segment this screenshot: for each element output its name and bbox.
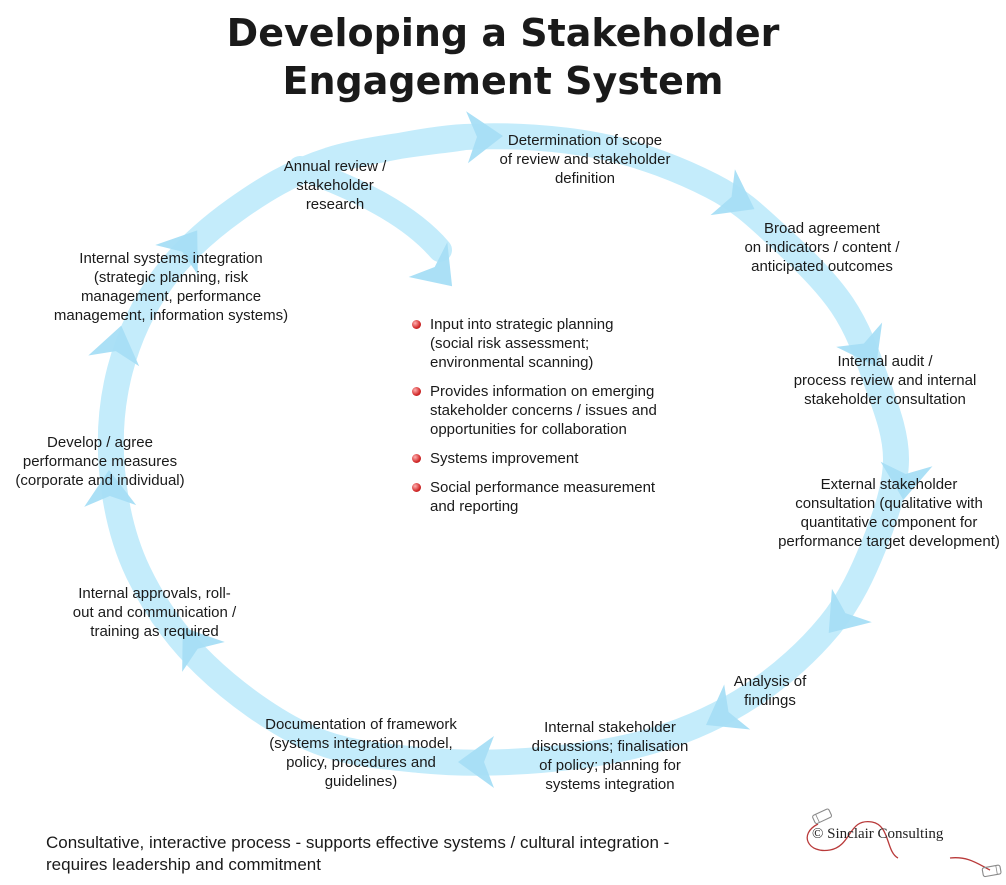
diagram-title-line-2: Engagement System <box>282 59 724 103</box>
step-internal-audit: Internal audit / process review and inte… <box>793 353 977 408</box>
bullet-dot-icon <box>412 387 421 396</box>
flow-arrowhead-icon <box>706 684 751 730</box>
footer-note: Consultative, interactive process - supp… <box>46 832 669 876</box>
outcome-item: Input into strategic planning (social ri… <box>410 315 700 372</box>
step-internal-discussions: Internal stakeholder discussions; finali… <box>531 719 689 793</box>
flow-arrowhead-icon <box>458 736 494 788</box>
flow-arrowhead-icon <box>466 111 503 164</box>
diagram-title-line-1: Developing a Stakeholder <box>226 11 780 55</box>
bullet-dot-icon <box>412 483 421 492</box>
flow-arrowhead-icon <box>710 169 755 216</box>
footer-line-1: Consultative, interactive process - supp… <box>46 833 670 852</box>
flow-arrowhead-icon <box>88 325 140 367</box>
step-performance-measures: Develop / agree performance measures (co… <box>15 434 185 489</box>
flow-arrowhead-icon <box>84 470 137 507</box>
outcome-item: Provides information on emerging stakeho… <box>410 382 700 439</box>
outcome-item: Social performance measurement and repor… <box>410 478 700 516</box>
step-documentation-framework: Documentation of framework (systems inte… <box>265 716 457 790</box>
sinclair-logo-icon <box>806 808 1002 878</box>
step-broad-agreement: Broad agreement on indicators / content … <box>744 220 900 275</box>
footer-line-2: requires leadership and commitment <box>46 855 321 874</box>
inner-feedback-arrow <box>288 156 452 262</box>
outcomes-list: Input into strategic planning (social ri… <box>410 315 700 526</box>
flow-arrowhead-icon <box>182 627 225 672</box>
flow-arrowhead-icon <box>155 230 198 275</box>
flow-arrowhead-icon <box>828 588 872 633</box>
cycle-ring-band <box>97 123 910 776</box>
step-external-consultation: External stakeholder consultation (quali… <box>778 476 1000 550</box>
step-annual-review: Annual review / stakeholder research <box>283 158 387 213</box>
step-scope-definition: Determination of scope of review and sta… <box>499 132 671 187</box>
step-internal-approvals: Internal approvals, roll- out and commun… <box>72 585 237 640</box>
flow-arrowhead-icon <box>880 461 933 500</box>
bullet-dot-icon <box>412 320 421 329</box>
bullet-dot-icon <box>412 454 421 463</box>
outcome-item: Systems improvement <box>410 449 700 468</box>
copyright-notice: © Sinclair Consulting <box>812 826 944 842</box>
step-systems-integration: Internal systems integration (strategic … <box>53 250 289 324</box>
flow-arrowhead-icon <box>836 322 883 367</box>
step-analysis-findings: Analysis of findings <box>733 673 807 709</box>
flow-arrowhead-icon <box>408 242 453 287</box>
